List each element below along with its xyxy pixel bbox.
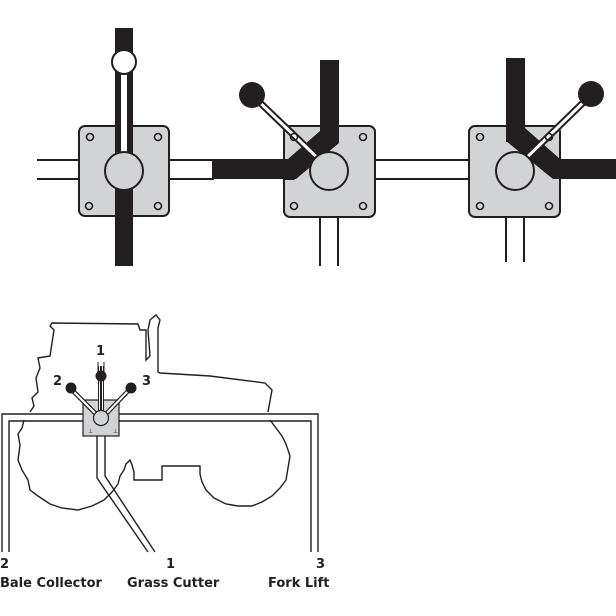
valve-2-hub xyxy=(309,151,349,191)
tractor-lever-1-label: 1 xyxy=(96,344,105,359)
pipe-left-inlet xyxy=(37,159,80,180)
valve-2-knob xyxy=(239,82,265,108)
valve-3-active-pipe-right xyxy=(558,159,616,179)
hydraulic-line-right xyxy=(118,413,319,552)
tractor-outline xyxy=(17,314,291,511)
valve-3-active-pipe-up xyxy=(506,58,525,142)
output-2-number: 2 xyxy=(0,557,9,572)
valve-3-hub xyxy=(495,151,535,191)
pipe-active-connector-1-2 xyxy=(212,159,287,179)
bolt-icon xyxy=(358,201,368,211)
output-3-label: Fork Lift xyxy=(268,576,329,591)
bolt-icon xyxy=(85,132,95,142)
valve-1-hub xyxy=(104,151,144,191)
tractor-knob-3 xyxy=(125,382,137,394)
tractor-lever-2-label: 2 xyxy=(53,374,62,389)
tractor-knob-1 xyxy=(95,370,107,382)
tractor-valve-hub xyxy=(92,409,110,427)
valve-1-active-pipe-down xyxy=(115,180,133,266)
bolt-icon xyxy=(544,201,554,211)
bolt-icon xyxy=(289,132,299,142)
pipe-connector-2-3 xyxy=(375,159,470,180)
output-1-number: 1 xyxy=(166,557,175,572)
bolt-icon xyxy=(289,201,299,211)
bolt-icon xyxy=(544,132,554,142)
output-1-label: Grass Cutter xyxy=(127,576,220,591)
bolt-icon: ⊥ xyxy=(113,428,118,435)
output-3-number: 3 xyxy=(316,557,325,572)
tractor-lever-3-label: 3 xyxy=(142,374,151,389)
hydraulic-line-center xyxy=(96,436,156,553)
valve-3-knob xyxy=(578,81,604,107)
output-2-label: Bale Collector xyxy=(0,576,103,591)
tractor-knob-2 xyxy=(65,382,77,394)
bolt-icon xyxy=(475,201,485,211)
valve-1-knob xyxy=(111,49,137,75)
tractor-valve: ⊥ ⊥ xyxy=(65,362,137,437)
bolt-icon xyxy=(84,201,94,211)
valve-2-active-pipe-up xyxy=(320,60,339,143)
bolt-icon xyxy=(475,132,485,142)
bolt-icon xyxy=(153,132,163,142)
bolt-icon: ⊥ xyxy=(88,428,93,435)
hydraulic-line-left xyxy=(1,413,83,552)
valve-1 xyxy=(37,28,214,266)
valve-2 xyxy=(239,60,376,266)
bolt-icon xyxy=(153,201,163,211)
bolt-icon xyxy=(358,132,368,142)
valve-3 xyxy=(468,58,616,262)
valve-1-lever xyxy=(121,70,127,160)
